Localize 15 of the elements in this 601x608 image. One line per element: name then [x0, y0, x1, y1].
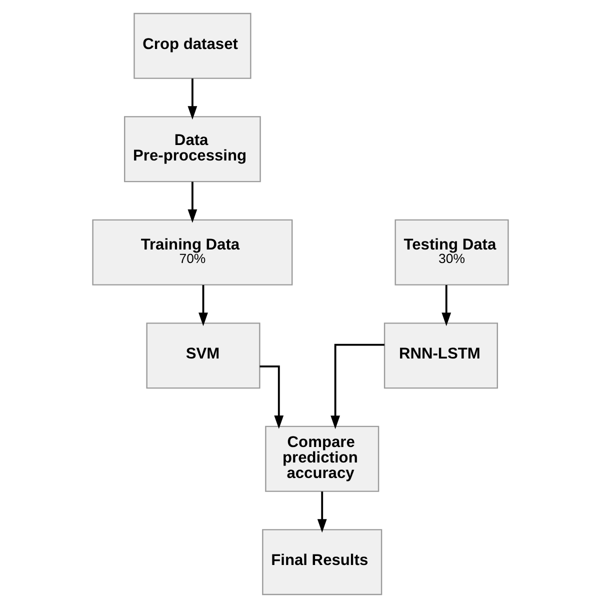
node-box: SVM	[146, 322, 260, 389]
arrow	[330, 344, 384, 430]
node-box: Compare prediction accuracy	[265, 426, 380, 492]
arrow	[198, 285, 208, 326]
node-box: Final Results	[262, 529, 382, 596]
arrow	[317, 492, 327, 533]
arrow	[188, 78, 198, 120]
node-box: Crop dataset	[134, 12, 252, 79]
node-box: Data Pre-processing	[124, 116, 261, 182]
arrow	[188, 182, 198, 223]
node-box: Testing Data 30%	[394, 219, 509, 286]
arrow	[260, 365, 284, 429]
arrow	[442, 285, 452, 326]
node-box: Training Data 70%	[92, 219, 293, 286]
node-box: RNN-LSTM	[384, 322, 498, 389]
